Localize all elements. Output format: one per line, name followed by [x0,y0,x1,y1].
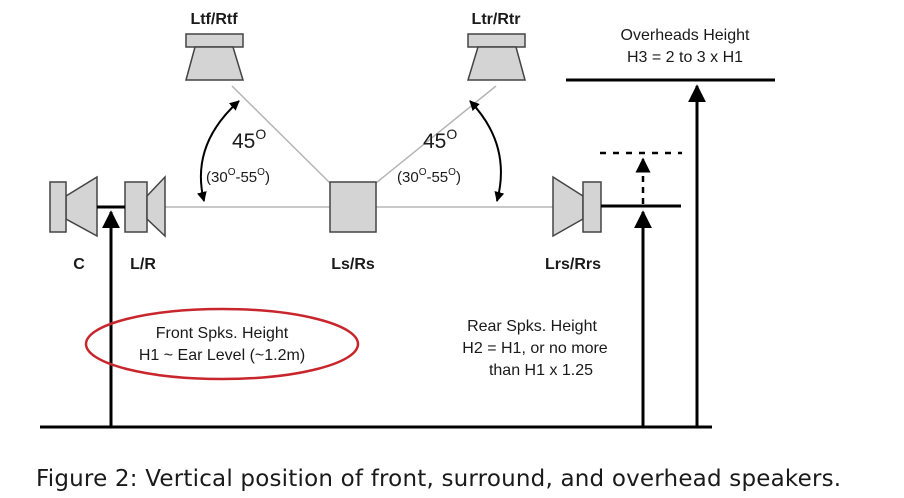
top-rear-speaker-icon [466,33,526,81]
rear-angle-value: 45O [423,126,457,153]
top-front-label: Ltf/Rtf [190,11,238,28]
center-label: C [73,256,85,273]
rear-height-title: Rear Spks. Height [467,318,597,335]
front-top-guide-line [231,85,331,184]
side-surround-label: Ls/Rs [331,256,375,273]
front-angle-arc [196,100,240,202]
front-height-title: Front Spks. Height [156,325,289,342]
rear-angle-range: (30O-55O) [397,167,461,186]
front-angle-value: 45O [232,126,266,153]
overhead-height-formula: H3 = 2 to 3 x H1 [627,49,743,66]
front-height-highlight-ellipse [84,307,360,381]
top-front-speaker-icon [185,33,245,81]
left-right-label: L/R [130,256,156,273]
front-height-formula: H1 ~ Ear Level (~1.2m) [139,347,305,364]
top-rear-label: Ltr/Rtr [472,11,521,28]
rear-angle-arc [469,100,505,202]
rear-surround-label: Lrs/Rrs [545,256,601,273]
rear-surround-speaker-icon [552,175,602,238]
front-angle-range: (30O-55O) [206,167,270,186]
figure-caption: Figure 2: Vertical position of front, su… [36,466,842,492]
left-right-speaker-icon [124,175,166,238]
rear-height-formula-line1: H2 = H1, or no more [462,340,608,357]
center-speaker-icon [49,175,98,238]
side-surround-speaker-icon [329,181,377,233]
overhead-height-title: Overheads Height [621,27,751,44]
rear-height-formula-line2: than H1 x 1.25 [489,362,593,379]
